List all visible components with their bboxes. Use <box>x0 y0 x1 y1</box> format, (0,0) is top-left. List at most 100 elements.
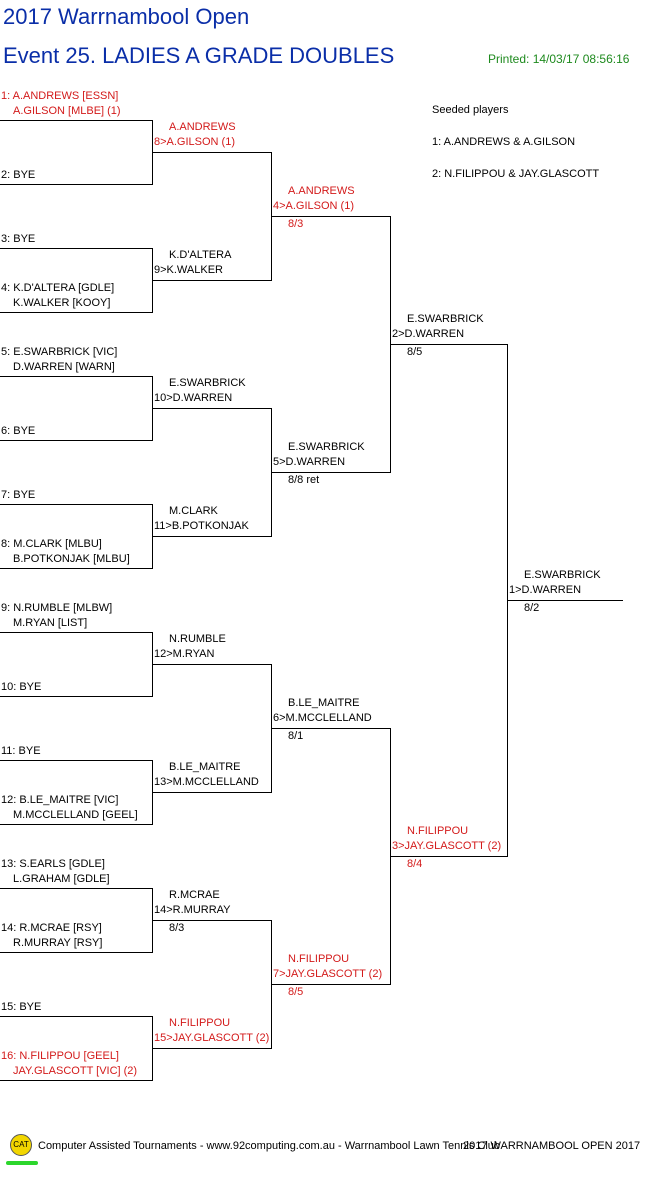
cat-logo-icon: CAT <box>10 1134 32 1156</box>
draw-line <box>0 952 152 953</box>
draw-line <box>0 248 152 249</box>
tournament-title: 2017 Warrnambool Open <box>3 4 250 29</box>
winner-player: R.MCRAE <box>169 889 220 901</box>
winner-line <box>390 344 507 345</box>
winner-player: E.SWARBRICK <box>524 569 601 581</box>
match-score: 8/3 <box>169 922 185 934</box>
match-score: 8/4 <box>407 858 423 870</box>
draw-partner: A.GILSON [MLBE] (1) <box>13 105 121 117</box>
draw-entry: 14: R.MCRAE [RSY] <box>1 922 102 934</box>
winner-partner: 11>B.POTKONJAK <box>154 520 249 532</box>
winner-partner: 8>A.GILSON (1) <box>154 136 236 148</box>
draw-line <box>0 120 152 121</box>
draw-line <box>0 760 152 761</box>
draw-partner: M.MCCLELLAND [GEEL] <box>13 809 138 821</box>
winner-player: M.CLARK <box>169 505 218 517</box>
draw-line <box>0 440 152 441</box>
draw-line <box>0 568 152 569</box>
draw-entry: 12: B.LE_MAITRE [VIC] <box>1 794 119 806</box>
draw-line <box>0 376 152 377</box>
winner-line <box>152 280 271 281</box>
winner-line <box>271 728 390 729</box>
winner-line <box>152 792 271 793</box>
seeded-players-title: Seeded players <box>432 104 509 116</box>
draw-entry: 2: BYE <box>1 169 36 181</box>
winner-partner: 9>K.WALKER <box>154 264 223 276</box>
printed-timestamp: Printed: 14/03/17 08:56:16 <box>488 52 630 66</box>
draw-entry: 5: E.SWARBRICK [VIC] <box>1 346 118 358</box>
draw-partner: M.RYAN [LIST] <box>13 617 88 629</box>
winner-line <box>152 408 271 409</box>
draw-line <box>0 696 152 697</box>
draw-entry: 11: BYE <box>1 745 41 757</box>
winner-line <box>271 472 390 473</box>
match-score: 8/1 <box>288 730 304 742</box>
draw-entry: 13: S.EARLS [GDLE] <box>1 858 105 870</box>
draw-entry: 3: BYE <box>1 233 36 245</box>
winner-player: E.SWARBRICK <box>407 313 484 325</box>
draw-line <box>0 1080 152 1081</box>
draw-partner: K.WALKER [KOOY] <box>13 297 111 309</box>
draw-line <box>0 504 152 505</box>
winner-player: E.SWARBRICK <box>288 441 365 453</box>
winner-player: N.RUMBLE <box>169 633 226 645</box>
footer-event: 2017 WARRNAMBOOL OPEN 2017 <box>463 1140 641 1152</box>
draw-entry: 7: BYE <box>1 489 36 501</box>
winner-line <box>271 216 390 217</box>
winner-partner: 6>M.MCCLELLAND <box>273 712 372 724</box>
draw-line <box>0 312 152 313</box>
winner-partner: 12>M.RYAN <box>154 648 215 660</box>
draw-entry: 15: BYE <box>1 1001 42 1013</box>
winner-player: A.ANDREWS <box>288 185 355 197</box>
winner-player: K.D'ALTERA <box>169 249 232 261</box>
winner-partner: 2>D.WARREN <box>392 328 465 340</box>
winner-line <box>152 1048 271 1049</box>
winner-line <box>271 984 390 985</box>
draw-partner: L.GRAHAM [GDLE] <box>13 873 110 885</box>
winner-line <box>507 600 623 601</box>
winner-partner: 10>D.WARREN <box>154 392 233 404</box>
winner-partner: 14>R.MURRAY <box>154 904 231 916</box>
draw-partner: D.WARREN [WARN] <box>13 361 115 373</box>
match-score: 8/8 ret <box>288 474 320 486</box>
draw-line <box>0 888 152 889</box>
winner-partner: 4>A.GILSON (1) <box>273 200 355 212</box>
winner-partner: 3>JAY.GLASCOTT (2) <box>392 840 502 852</box>
winner-player: B.LE_MAITRE <box>169 761 241 773</box>
winner-partner: 13>M.MCCLELLAND <box>154 776 259 788</box>
winner-line <box>152 536 271 537</box>
draw-entry: 10: BYE <box>1 681 42 693</box>
draw-entry: 16: N.FILIPPOU [GEEL] <box>1 1050 119 1062</box>
draw-line <box>0 632 152 633</box>
winner-player: N.FILIPPOU <box>288 953 350 965</box>
match-score: 8/5 <box>407 346 423 358</box>
winner-line <box>152 152 271 153</box>
footer-credit: Computer Assisted Tournaments - www.92co… <box>38 1140 501 1152</box>
winner-line <box>152 664 271 665</box>
draw-line <box>0 1016 152 1017</box>
draw-entry: 8: M.CLARK [MLBU] <box>1 538 102 550</box>
draw-entry: 9: N.RUMBLE [MLBW] <box>1 602 113 614</box>
winner-line <box>390 856 507 857</box>
winner-partner: 1>D.WARREN <box>509 584 582 596</box>
draw-entry: 1: A.ANDREWS [ESSN] <box>1 90 119 102</box>
logo-underline <box>6 1161 38 1165</box>
winner-line <box>152 920 271 921</box>
draw-partner: R.MURRAY [RSY] <box>13 937 103 949</box>
draw-partner: JAY.GLASCOTT [VIC] (2) <box>13 1065 138 1077</box>
winner-player: N.FILIPPOU <box>407 825 469 837</box>
draw-line <box>0 824 152 825</box>
match-score: 8/3 <box>288 218 304 230</box>
seed-entry: 1: A.ANDREWS & A.GILSON <box>432 136 576 148</box>
winner-partner: 5>D.WARREN <box>273 456 346 468</box>
draw-entry: 4: K.D'ALTERA [GDLE] <box>1 282 115 294</box>
winner-player: N.FILIPPOU <box>169 1017 231 1029</box>
seed-entry: 2: N.FILIPPOU & JAY.GLASCOTT <box>432 168 600 180</box>
winner-player: E.SWARBRICK <box>169 377 246 389</box>
draw-entry: 6: BYE <box>1 425 36 437</box>
winner-partner: 7>JAY.GLASCOTT (2) <box>273 968 383 980</box>
draw-partner: B.POTKONJAK [MLBU] <box>13 553 130 565</box>
winner-player: A.ANDREWS <box>169 121 236 133</box>
event-title: Event 25. LADIES A GRADE DOUBLES <box>3 43 395 68</box>
winner-player: B.LE_MAITRE <box>288 697 360 709</box>
